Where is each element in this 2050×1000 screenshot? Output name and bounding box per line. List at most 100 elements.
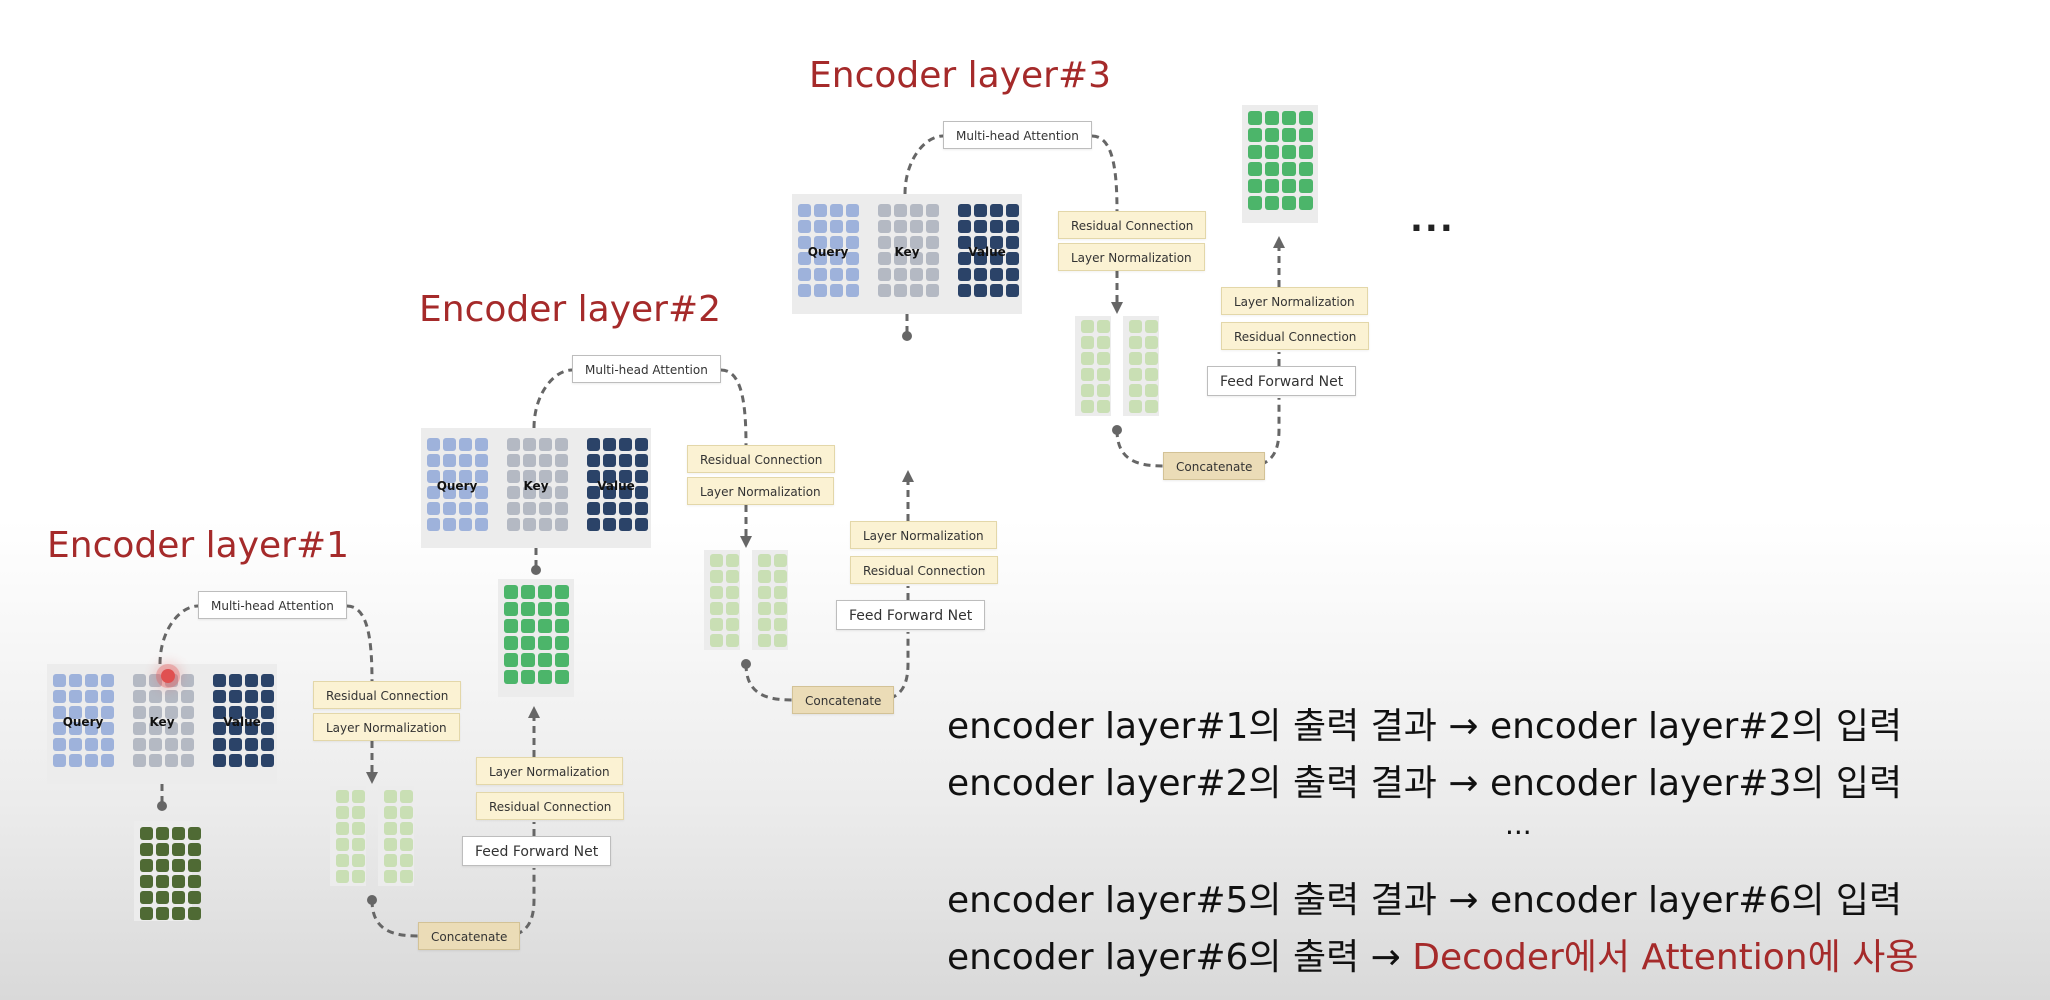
matrix-cell (635, 502, 648, 515)
matrix-cell (507, 486, 520, 499)
matrix-cell (181, 690, 194, 703)
matrix-cell (427, 454, 440, 467)
matrix-cell (539, 486, 552, 499)
matrix-cell (165, 706, 178, 719)
matrix-cell (245, 754, 258, 767)
matrix-cell (910, 220, 923, 233)
attention-output-path (1091, 134, 1119, 212)
matrix-cell (400, 838, 413, 851)
matrix-cell (504, 602, 518, 616)
matrix-cell (603, 486, 616, 499)
matrix-cell (427, 470, 440, 483)
matrix-cell (830, 220, 843, 233)
matrix-cell (352, 806, 365, 819)
matrix-cell (427, 518, 440, 531)
matrix-cell (181, 722, 194, 735)
matrix-cell (172, 907, 185, 920)
matrix-cell (443, 486, 456, 499)
concatenate-box: Concatenate (792, 686, 895, 714)
matrix-cell (926, 252, 939, 265)
matrix-cell (85, 690, 98, 703)
matrix-cell (140, 891, 153, 904)
matrix-cell (213, 754, 226, 767)
matrix-cell (523, 438, 536, 451)
matrix-cell (165, 690, 178, 703)
matrix-cell (475, 486, 488, 499)
matrix-cell (53, 754, 66, 767)
multi-head-attention-box: Multi-head Attention (198, 591, 347, 619)
matrix-cell (846, 252, 859, 265)
matrix-cell (587, 502, 600, 515)
matrix-cell (229, 690, 242, 703)
matrix-cell (619, 518, 632, 531)
matrix-cell (213, 706, 226, 719)
matrix-cell (475, 518, 488, 531)
matrix-cell (990, 236, 1003, 249)
matrix-cell (798, 220, 811, 233)
matrix-cell (1265, 145, 1279, 159)
matrix-cell (523, 454, 536, 467)
cursor-indicator (161, 669, 175, 683)
matrix-cell (133, 754, 146, 767)
matrix-cell (846, 220, 859, 233)
matrix-cell (213, 738, 226, 751)
matrix-cell (894, 236, 907, 249)
matrix-cell (798, 204, 811, 217)
matrix-cell (101, 754, 114, 767)
matrix-cell (990, 220, 1003, 233)
matrix-cell (261, 738, 274, 751)
layer-title: Encoder layer#2 (419, 289, 722, 330)
multi-head-attention-box: Multi-head Attention (943, 121, 1092, 149)
matrix-cell (726, 570, 739, 583)
layer-normalization-bottom: Layer Normalization (850, 521, 997, 549)
matrix-cell (336, 822, 349, 835)
flow-node-dot (741, 659, 751, 669)
matrix-cell (538, 653, 552, 667)
matrix-cell (475, 502, 488, 515)
matrix-cell (504, 585, 518, 599)
matrix-cell (1248, 128, 1262, 142)
matrix-cell (521, 585, 535, 599)
matrix-cell (475, 454, 488, 467)
split-to-concat-path (744, 663, 793, 702)
matrix-cell (587, 486, 600, 499)
matrix-cell (974, 220, 987, 233)
matrix-cell (352, 870, 365, 883)
matrix-cell (69, 706, 82, 719)
matrix-cell (814, 284, 827, 297)
matrix-cell (894, 268, 907, 281)
matrix-cell (1248, 111, 1262, 125)
matrix-cell (140, 843, 153, 856)
matrix-cell (443, 470, 456, 483)
matrix-cell (539, 518, 552, 531)
matrix-cell (245, 690, 258, 703)
matrix-cell (245, 706, 258, 719)
matrix-cell (774, 602, 787, 615)
matrix-cell (1081, 336, 1094, 349)
flow-node-dot (531, 565, 541, 575)
matrix-cell (774, 570, 787, 583)
attention-output-path (720, 368, 748, 446)
matrix-cell (384, 870, 397, 883)
matrix-cell (603, 438, 616, 451)
matrix-cell (1282, 162, 1296, 176)
matrix-cell (261, 690, 274, 703)
matrix-cell (336, 806, 349, 819)
matrix-cell (156, 875, 169, 888)
matrix-cell (538, 636, 552, 650)
annotation-line-2: encoder layer#2의 출력 결과 → encoder layer#3… (947, 763, 1903, 804)
matrix-cell (384, 854, 397, 867)
matrix-cell (149, 722, 162, 735)
matrix-cell (539, 438, 552, 451)
value-caption: Value (223, 715, 261, 729)
matrix-cell (603, 502, 616, 515)
matrix-cell (1265, 162, 1279, 176)
matrix-cell (894, 220, 907, 233)
matrix-cell (245, 738, 258, 751)
matrix-cell (587, 470, 600, 483)
query-caption: Query (436, 479, 478, 493)
matrix-cell (774, 554, 787, 567)
matrix-cell (758, 634, 771, 647)
matrix-cell (878, 268, 891, 281)
matrix-cell (619, 470, 632, 483)
